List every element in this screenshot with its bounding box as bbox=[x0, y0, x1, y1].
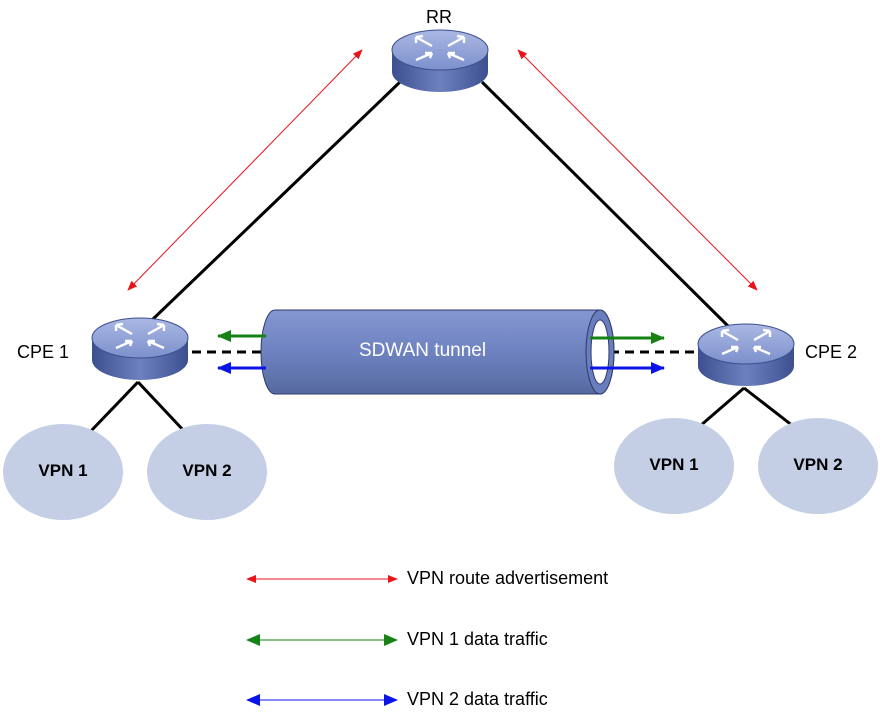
site-cpe2-vpn2-label: VPN 2 bbox=[793, 455, 843, 474]
site-cpe2-vpn1-label: VPN 1 bbox=[649, 455, 699, 474]
site-cpe1-vpn1-label: VPN 1 bbox=[38, 461, 88, 480]
legend-route-label: VPN route advertisement bbox=[407, 568, 609, 588]
rr-label: RR bbox=[426, 7, 452, 27]
site-cpe1-vpn2 bbox=[147, 424, 267, 520]
site-cpe2-vpn2 bbox=[758, 418, 878, 514]
legend-vpn1-label: VPN 1 data traffic bbox=[407, 629, 548, 649]
link-cpe2-vpn2 bbox=[743, 386, 794, 428]
legend-vpn2-label: VPN 2 data traffic bbox=[407, 689, 548, 709]
router-rr-icon bbox=[391, 29, 489, 92]
site-cpe2-vpn1 bbox=[614, 418, 734, 514]
sdwan-tunnel bbox=[260, 309, 615, 395]
router-cpe2-icon bbox=[697, 323, 795, 386]
link-cpe1-rr bbox=[150, 80, 402, 322]
route-arrow-right bbox=[517, 49, 758, 291]
link-cpe1-vpn2 bbox=[136, 380, 187, 434]
site-cpe1-vpn1 bbox=[3, 424, 123, 520]
site-cpe1-vpn2-label: VPN 2 bbox=[182, 461, 232, 480]
router-cpe1-icon bbox=[91, 317, 189, 380]
cpe2-label: CPE 2 bbox=[805, 342, 858, 362]
link-cpe2-rr bbox=[480, 80, 730, 328]
link-cpe2-vpn1 bbox=[699, 386, 745, 428]
link-cpe1-vpn1 bbox=[88, 380, 140, 434]
tunnel-label: SDWAN tunnel bbox=[359, 340, 487, 361]
cpe1-label: CPE 1 bbox=[17, 342, 70, 362]
route-arrow-left bbox=[127, 49, 363, 291]
